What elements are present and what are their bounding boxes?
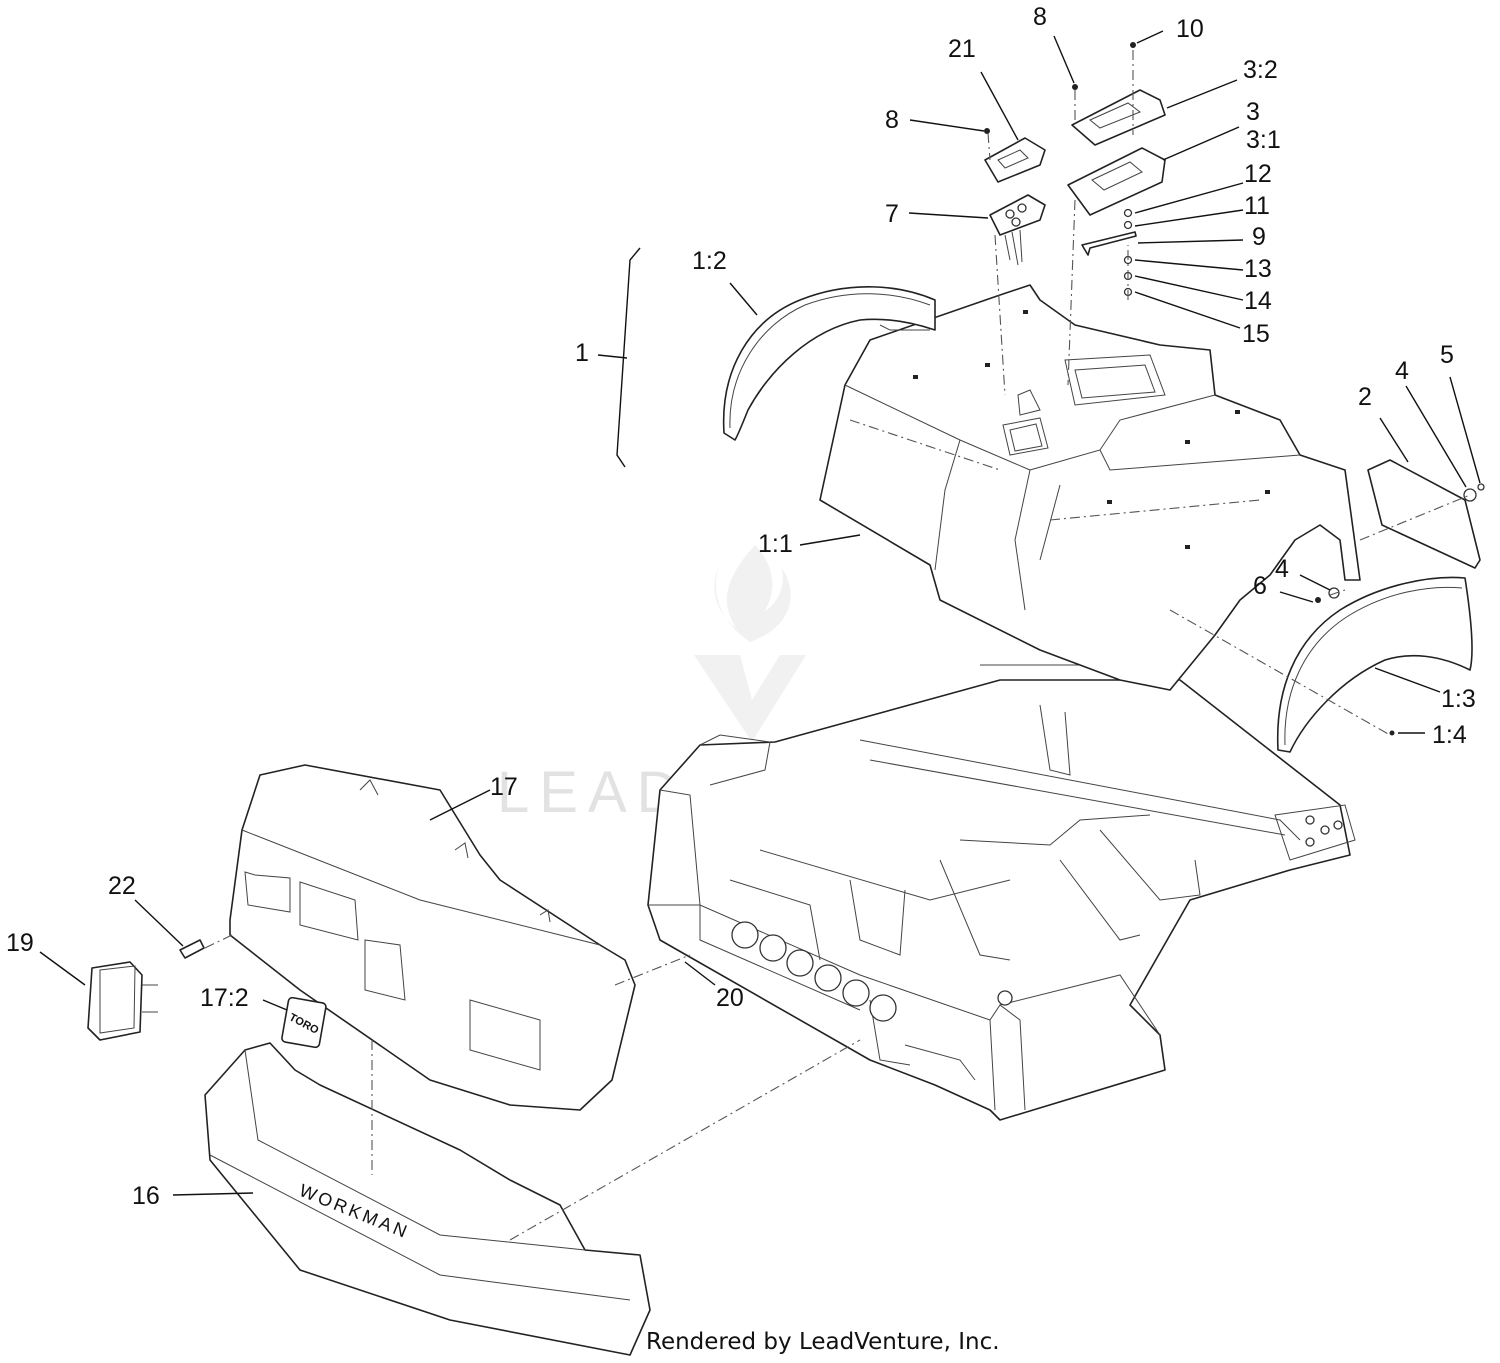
footer-credit: Rendered by LeadVenture, Inc.: [646, 1329, 1000, 1355]
callout-1-4: 1:4: [1432, 721, 1467, 749]
fender-left: [722, 286, 936, 441]
screw-8-top: [1072, 84, 1078, 90]
leader-lines: [39, 30, 1481, 1196]
callout-21: 21: [948, 35, 976, 63]
callout-4-mid: 4: [1275, 555, 1289, 583]
callout-3: 3: [1246, 98, 1260, 126]
cover-21: [984, 137, 1046, 183]
watermark-logo: [694, 545, 806, 742]
screw-8-left: [984, 128, 990, 134]
assembly-lines: [204, 50, 1471, 1241]
callout-12: 12: [1244, 160, 1272, 188]
bolt-6: [1315, 597, 1321, 603]
callout-19: 19: [6, 929, 34, 957]
callout-15: 15: [1242, 320, 1270, 348]
callout-10: 10: [1176, 15, 1204, 43]
fender-right: [1276, 576, 1473, 753]
callout-7: 7: [885, 200, 899, 228]
lever-9: [1081, 231, 1137, 256]
callout-5: 5: [1440, 341, 1454, 369]
plate-3-2: [1071, 89, 1166, 146]
callout-11: 11: [1244, 192, 1270, 220]
callout-2: 2: [1358, 383, 1372, 411]
front-cowl: [229, 764, 636, 1111]
emblem-17-2: TORO: [281, 996, 327, 1049]
washer-4-mid: [1328, 587, 1340, 599]
callout-17: 17: [490, 773, 518, 801]
switch-plate-7: [989, 194, 1046, 266]
chassis-frame: [647, 664, 1356, 1121]
plate-3-1: [1067, 147, 1166, 216]
front-bumper: WORKMAN: [204, 1042, 651, 1356]
callout-3-2: 3:2: [1243, 56, 1278, 84]
callout-1-1: 1:1: [758, 530, 793, 558]
callout-16: 16: [132, 1182, 160, 1210]
callout-1-3: 1:3: [1441, 685, 1476, 713]
headlight: [87, 961, 158, 1041]
callout-1: 1: [575, 339, 589, 367]
callout-8-top: 8: [1033, 3, 1047, 31]
callout-14: 14: [1244, 287, 1272, 315]
screw-10: [1130, 42, 1136, 48]
callout-3-1: 3:1: [1246, 126, 1281, 154]
callout-17-2: 17:2: [200, 984, 249, 1012]
callout-9: 9: [1252, 223, 1266, 251]
callout-6: 6: [1253, 572, 1267, 600]
screw-1-4: [1389, 730, 1395, 736]
callout-22: 22: [108, 872, 136, 900]
callout-4-top: 4: [1395, 357, 1409, 385]
callout-13: 13: [1244, 255, 1272, 283]
callout-1-2: 1:2: [692, 247, 727, 275]
rear-panel: [1367, 459, 1485, 569]
hood-main: [819, 284, 1361, 691]
callouts: 8 10 21 3:2 3 3:1 8 12 11 7 9 1:2 13 14 …: [6, 3, 1476, 1210]
callout-20: 20: [716, 984, 744, 1012]
bolt-22: [179, 939, 205, 959]
callout-8-left: 8: [885, 106, 899, 134]
